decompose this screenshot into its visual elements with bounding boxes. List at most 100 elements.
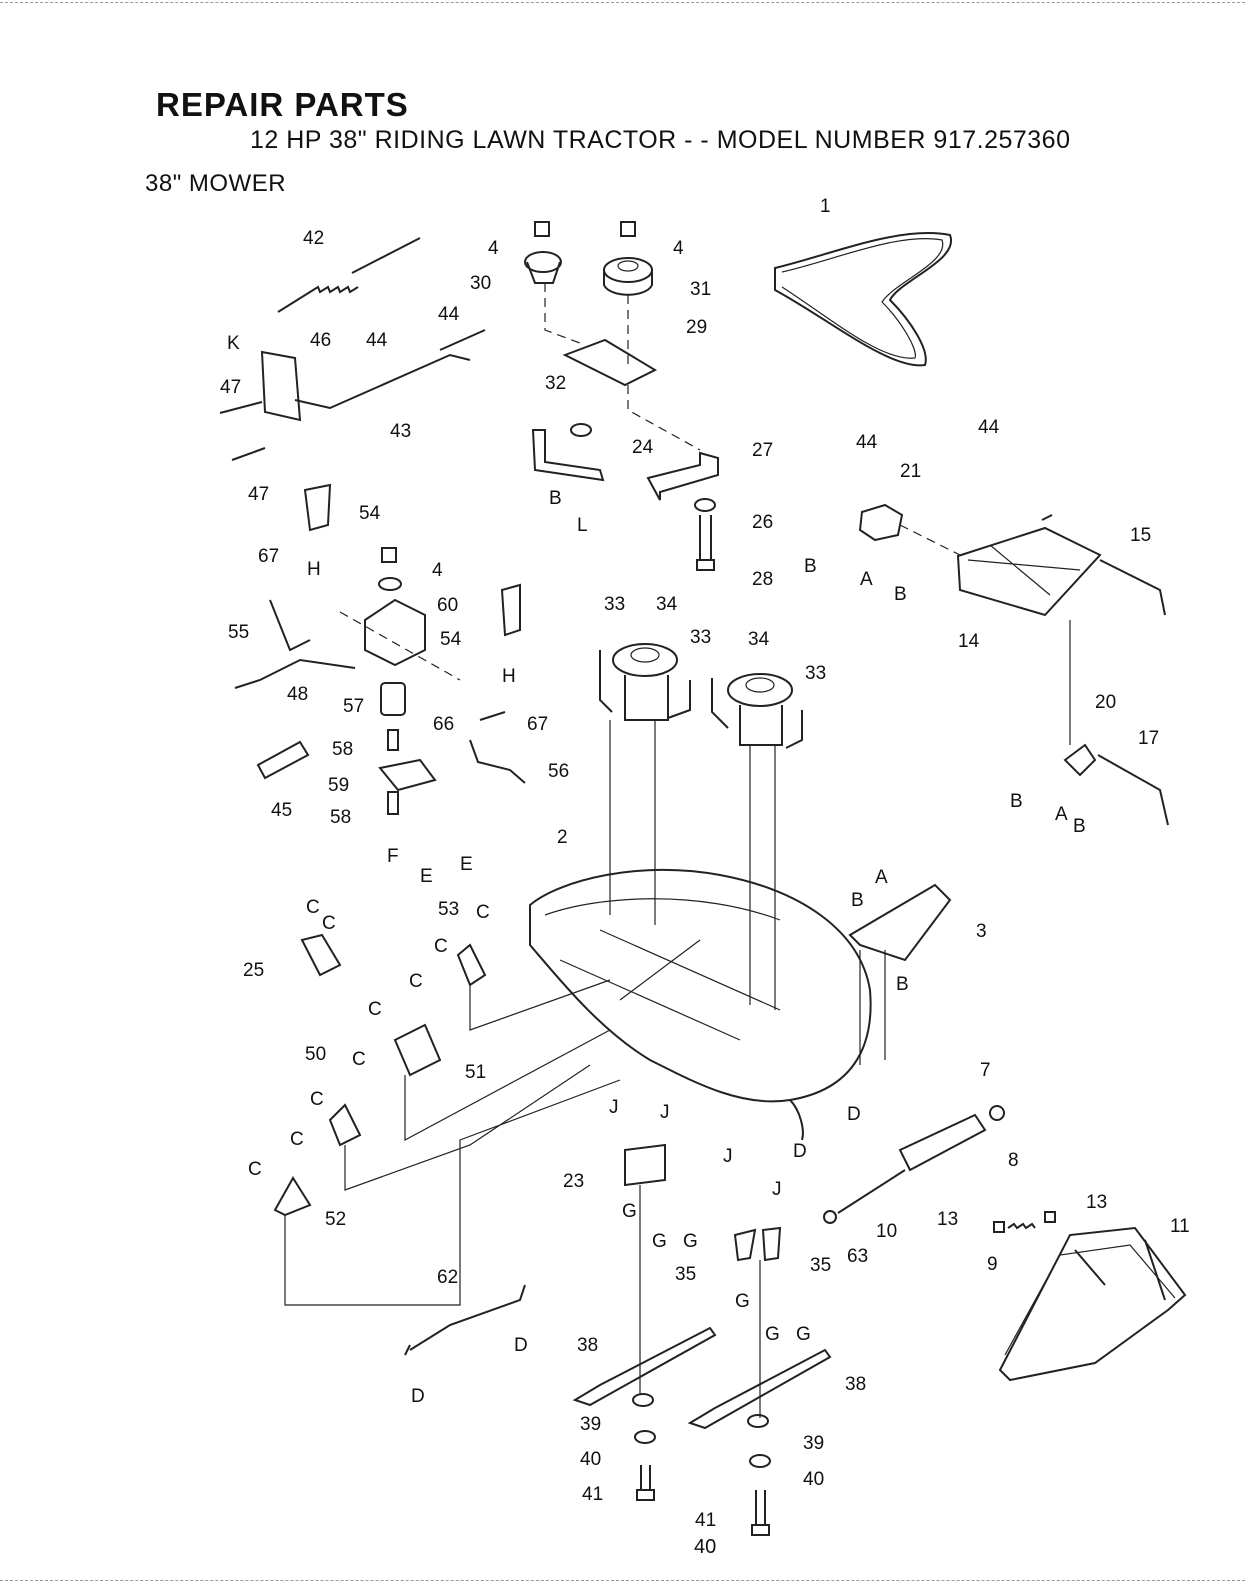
spindle-34-a-drawing	[612, 643, 678, 677]
callout: 24	[632, 437, 654, 458]
hub-23-drawing	[624, 1143, 666, 1187]
connector-letter: C	[306, 897, 320, 918]
top-border	[0, 2, 1245, 3]
callout: 35	[675, 1264, 696, 1285]
callout: 51	[465, 1062, 486, 1083]
washer-39-a-drawing	[632, 1393, 654, 1407]
guide-33-d-drawing	[785, 710, 803, 749]
callout: 4	[673, 238, 684, 259]
adapter-35-a-drawing	[733, 1228, 757, 1262]
bolt-41-b-drawing	[755, 1490, 766, 1526]
connector-letter: C	[352, 1049, 366, 1070]
callout: 44	[978, 417, 1000, 438]
callout: 46	[310, 330, 331, 351]
callout: 40	[580, 1449, 601, 1470]
connector-letter: H	[502, 666, 516, 687]
connector-letter: B	[851, 890, 864, 911]
washer-32-drawing	[570, 423, 592, 437]
callout: 13	[937, 1209, 958, 1230]
connector-letter: C	[310, 1089, 324, 1110]
connector-letter: C	[290, 1129, 304, 1150]
callout: 39	[803, 1433, 824, 1454]
callout: 13	[1086, 1192, 1107, 1213]
callout: 23	[563, 1171, 584, 1192]
callout: 62	[437, 1267, 458, 1288]
mower-deck-2-drawing	[529, 868, 872, 1103]
bracket-27-drawing	[646, 451, 719, 501]
callout: 52	[325, 1209, 346, 1230]
callout: 3	[976, 921, 987, 942]
spring-42-drawing	[277, 237, 421, 313]
bushing-58-a-drawing	[387, 729, 399, 751]
bracket-53-drawing	[456, 943, 487, 987]
washer-40-b-drawing	[749, 1454, 771, 1468]
callout: 33	[604, 594, 625, 615]
connector-letter: B	[804, 556, 817, 577]
callout: 54	[359, 503, 381, 524]
chute-11-drawing	[998, 1226, 1187, 1382]
pin-47-b-drawing	[231, 447, 266, 461]
cap-13-a-drawing	[993, 1221, 1005, 1233]
callout: 33	[690, 627, 711, 648]
callout: 59	[328, 775, 349, 796]
blade-38-a-drawing	[572, 1326, 717, 1407]
callout: 41	[582, 1484, 603, 1505]
page-subtitle: 12 HP 38" RIDING LAWN TRACTOR - - MODEL …	[250, 126, 1071, 154]
bolt-41-a-drawing	[640, 1465, 651, 1491]
callout: 8	[1008, 1150, 1019, 1171]
callout: 9	[987, 1254, 998, 1275]
callout: 1	[820, 196, 831, 217]
nut-4-c-drawing	[381, 547, 397, 563]
bracket-25-drawing	[300, 933, 342, 977]
rod-55-drawing	[269, 599, 311, 652]
plate-57-drawing	[364, 598, 426, 667]
callout: 55	[228, 622, 249, 643]
rod-10-drawing	[837, 1169, 906, 1214]
callout: 50	[305, 1044, 326, 1065]
callout: 53	[438, 899, 459, 920]
rod-56-drawing	[469, 739, 526, 784]
callout: 31	[690, 279, 711, 300]
callout: 67	[527, 714, 548, 735]
rod-48-drawing	[234, 658, 356, 689]
spacer-66-drawing	[380, 682, 406, 716]
guide-33-c-drawing	[711, 678, 729, 729]
bracket-3-drawing	[848, 883, 952, 962]
callout: 57	[343, 696, 364, 717]
bracket-54-b-drawing	[500, 583, 521, 637]
connector-letter: E	[420, 866, 433, 887]
connector-letter: H	[307, 559, 321, 580]
bracket-50-drawing	[328, 1103, 362, 1147]
callout: 63	[847, 1246, 868, 1267]
connector-letter: B	[1073, 816, 1086, 837]
block-21-drawing	[858, 503, 904, 542]
connector-letter: A	[875, 867, 888, 888]
callout: 30	[470, 273, 491, 294]
bracket-24-drawing	[531, 429, 605, 482]
pin-47-a-drawing	[219, 401, 263, 414]
belt-drawing	[774, 231, 953, 367]
connector-letters: A A A B B B B B B B B C C C C C C C C C …	[227, 333, 1086, 1407]
connector-letter: G	[765, 1324, 780, 1345]
callout: 25	[243, 960, 264, 981]
frame-14-drawing	[956, 526, 1102, 617]
rod-43-drawing	[294, 353, 471, 410]
callout: 58	[330, 807, 351, 828]
rod-17-drawing	[1097, 754, 1169, 826]
callout: 4	[432, 560, 443, 581]
connector-letter: D	[411, 1386, 425, 1407]
callout: 32	[545, 373, 566, 394]
washer-40-a-drawing	[634, 1430, 656, 1444]
callout: 11	[1170, 1216, 1190, 1237]
connector-letter: A	[1055, 804, 1068, 825]
callout: 21	[900, 461, 921, 482]
callout: 26	[752, 512, 773, 533]
callout: 15	[1130, 525, 1151, 546]
callout: 43	[390, 421, 411, 442]
bolt-28-drawing	[699, 515, 712, 561]
connector-letter: G	[735, 1291, 750, 1312]
connector-letter: B	[894, 584, 907, 605]
blade-38-b-drawing	[687, 1348, 832, 1430]
cap-13-b-drawing	[1044, 1211, 1056, 1223]
connector-letter: G	[622, 1201, 637, 1222]
